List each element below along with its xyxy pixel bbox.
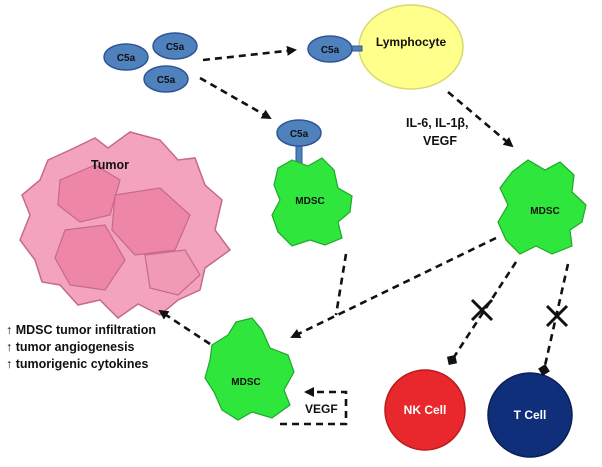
mdsc-label: MDSC — [295, 196, 324, 207]
arrow-mdsc-top-down — [334, 253, 348, 316]
arrow-c5a-to-mdsc — [199, 76, 272, 120]
c5a-label: C5a — [321, 45, 340, 56]
tumor-label: Tumor — [91, 158, 129, 172]
tumor-mass: Tumor — [19, 131, 232, 319]
c5a-label: C5a — [290, 129, 309, 140]
tumor-effects-list: ↑ MDSC tumor infiltration ↑ tumor angiog… — [6, 322, 156, 373]
t-cell: T Cell — [487, 372, 573, 458]
lymphocyte-cell: Lymphocyte — [358, 4, 464, 90]
mdsc-label: MDSC — [231, 377, 260, 388]
arrow-c5a-to-lymphocyte — [202, 45, 297, 62]
t-cell-label: T Cell — [514, 408, 547, 422]
lymphocyte-label: Lymphocyte — [376, 35, 447, 49]
nk-cell-label: NK Cell — [404, 403, 447, 417]
c5a-bound-lymphocyte: C5a — [307, 35, 363, 63]
c5a-molecule-2: C5a — [152, 32, 198, 60]
inhibition-cross-t — [545, 304, 569, 328]
c5a-molecule-3: C5a — [143, 65, 189, 93]
c5a-label: C5a — [117, 53, 136, 64]
effect-item: ↑ MDSC tumor infiltration — [6, 323, 156, 337]
mdsc-label: MDSC — [530, 206, 559, 217]
c5a-label: C5a — [166, 42, 185, 53]
arrow-mdsc-to-nk-cell — [446, 261, 518, 366]
c5a-molecule-1: C5a — [103, 43, 149, 71]
arrow-lymphocyte-to-mdsc — [447, 91, 514, 148]
mdsc-cell-right: MDSC — [497, 159, 587, 255]
cytokine-line-2: VEGF — [423, 134, 457, 148]
mdsc-cell-c5a-bound: C5a MDSC — [271, 119, 353, 247]
vegf-loop-label: VEGF — [305, 402, 338, 416]
mdsc-cell-bottom: MDSC — [204, 317, 295, 421]
cytokine-line-1: IL-6, IL-1β, — [406, 116, 469, 130]
cytokine-label: IL-6, IL-1β, VEGF — [406, 116, 469, 148]
arrow-mdsc-right-to-bottom — [290, 236, 497, 339]
c5a-label: C5a — [157, 75, 176, 86]
inhibition-cross-nk — [470, 298, 494, 322]
effect-item: ↑ tumorigenic cytokines — [6, 357, 149, 371]
nk-cell: NK Cell — [384, 369, 466, 451]
arrow-mdsc-to-tumor — [158, 309, 211, 346]
effect-item: ↑ tumor angiogenesis — [6, 340, 135, 354]
